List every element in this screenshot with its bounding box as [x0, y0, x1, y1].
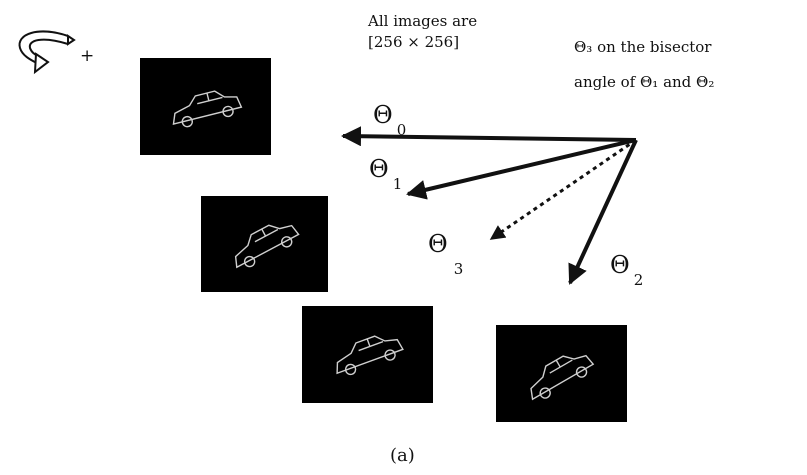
car-image-theta-2 — [496, 325, 627, 422]
car-image-theta-3 — [302, 306, 433, 403]
arrow-theta-1 — [406, 138, 637, 200]
theta-0-index: 0 — [396, 121, 407, 139]
car-silhouette-icon — [336, 335, 404, 376]
theta-3-label: Θ3 — [428, 232, 463, 281]
theta-1-index: 1 — [392, 175, 403, 193]
image-size-note-line1: All images are — [368, 12, 478, 30]
theta-3-symbol: Θ — [428, 230, 448, 258]
theta-2-index: 2 — [633, 271, 644, 289]
theta-2-symbol: Θ — [610, 251, 630, 279]
theta-2-label: Θ2 — [610, 253, 643, 292]
curved-rotation-arrow-icon — [8, 22, 78, 82]
bisector-note-line2: angle of Θ₁ and Θ₂ — [574, 73, 715, 91]
theta-3-index: 3 — [453, 260, 464, 278]
theta-0-label: Θ0 — [373, 103, 406, 142]
arrow-theta-3 — [489, 138, 637, 241]
theta-1-label: Θ1 — [369, 157, 402, 196]
bisector-note-line1: Θ₃ on the bisector — [574, 38, 712, 56]
figure-caption: (a) — [390, 445, 415, 466]
theta-1-symbol: Θ — [369, 155, 389, 183]
arrow-theta-0 — [341, 126, 637, 147]
theta-0-symbol: Θ — [373, 101, 393, 129]
rotation-direction-sign: + — [80, 46, 95, 66]
arrow-theta-2 — [568, 139, 638, 285]
car-image-theta-1 — [201, 196, 328, 292]
car-silhouette-icon — [234, 224, 300, 269]
car-silhouette-icon — [530, 354, 595, 401]
car-image-theta-0 — [140, 58, 271, 155]
image-size-note-line2: [256 × 256] — [368, 33, 460, 51]
car-silhouette-icon — [172, 90, 243, 128]
